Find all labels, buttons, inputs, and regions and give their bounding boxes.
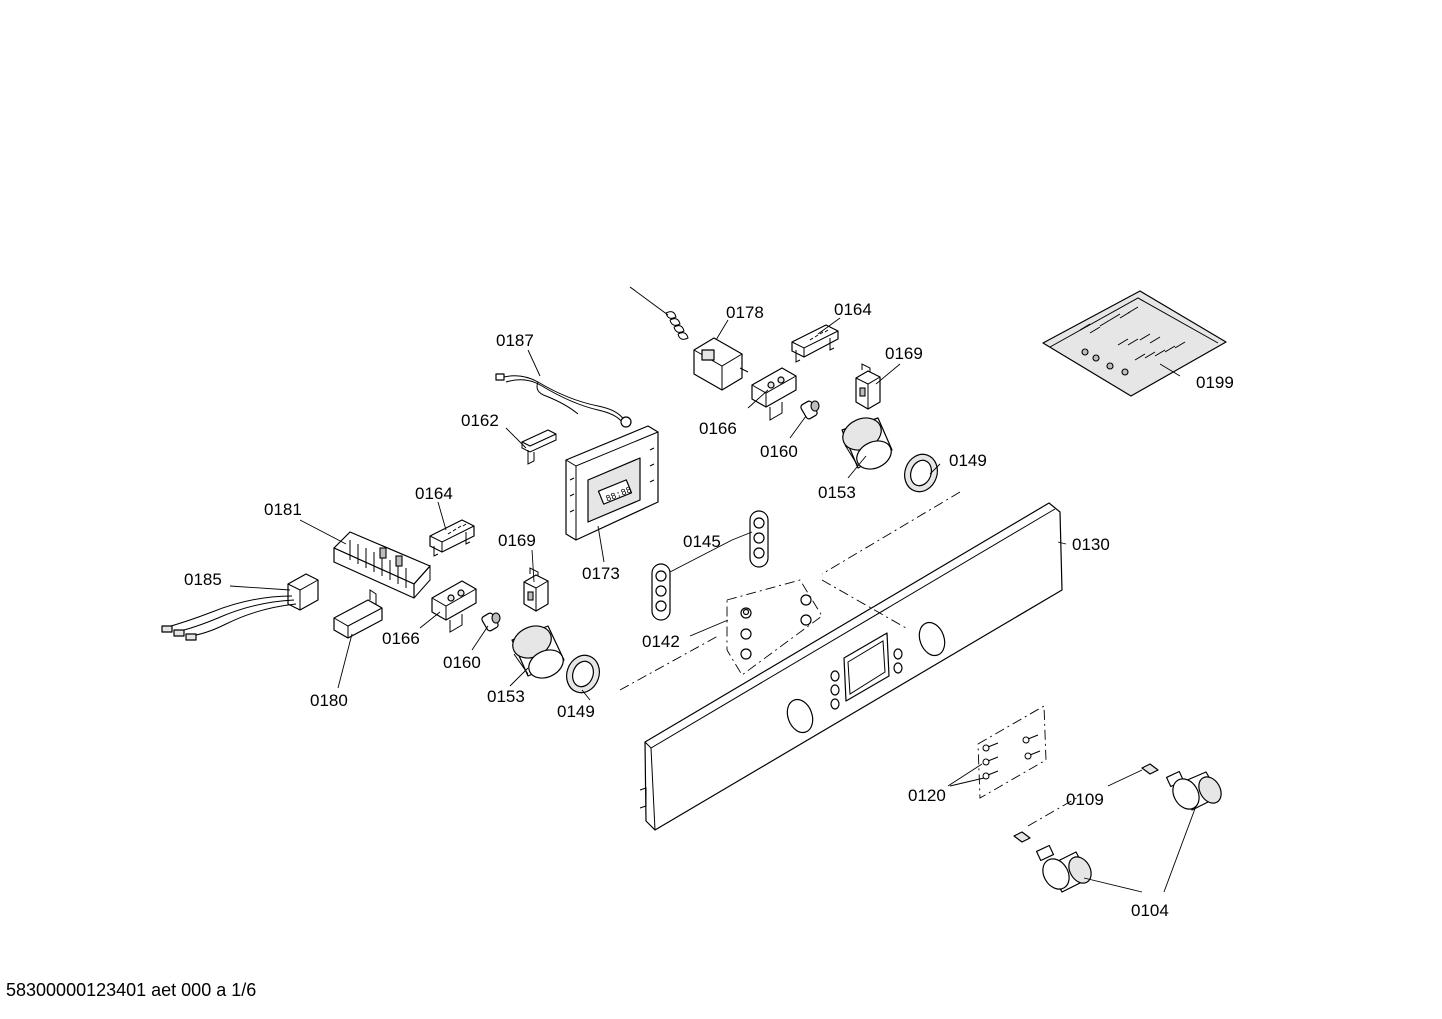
label-0153-top: 0153 <box>818 483 856 502</box>
part-0178-thermostat <box>629 286 749 391</box>
part-0142-button-set <box>726 579 823 676</box>
label-0120: 0120 <box>908 786 946 805</box>
document-footer: 58300000123401 aet 000 a 1/6 <box>6 980 257 1000</box>
label-0185: 0185 <box>184 570 222 589</box>
part-0169-switch-top <box>855 363 881 410</box>
label-0169-top: 0169 <box>885 344 923 363</box>
part-0164-bracket-left <box>429 519 475 557</box>
label-0160-top: 0160 <box>760 442 798 461</box>
leader-lines <box>229 317 1197 893</box>
part-labels: 0178 0164 0187 0169 0199 0162 0166 0160 … <box>184 300 1234 920</box>
label-0104: 0104 <box>1131 901 1169 920</box>
label-0153-bot: 0153 <box>487 687 525 706</box>
label-0187: 0187 <box>496 331 534 350</box>
label-0178: 0178 <box>726 303 764 322</box>
part-0187-wire-harness <box>495 373 632 428</box>
label-0149-bot: 0149 <box>557 702 595 721</box>
label-0169-mid: 0169 <box>498 531 536 550</box>
assembly-lines <box>619 491 1081 827</box>
part-0166-bracket-bot <box>431 580 477 633</box>
part-0160-lamp-bot <box>481 612 501 632</box>
label-0180: 0180 <box>310 691 348 710</box>
label-0149-top: 0149 <box>949 451 987 470</box>
label-0173: 0173 <box>582 564 620 583</box>
label-0142: 0142 <box>642 632 680 651</box>
label-0181: 0181 <box>264 500 302 519</box>
part-0164-bracket-top <box>791 324 839 363</box>
part-0169-switch-mid <box>523 567 549 612</box>
part-0185-wire-set <box>161 573 319 641</box>
part-0149-ring-top <box>904 453 938 493</box>
part-0130-control-panel <box>639 502 1063 831</box>
label-0145: 0145 <box>683 532 721 551</box>
label-0130: 0130 <box>1072 535 1110 554</box>
part-0181-terminal-block <box>333 531 431 599</box>
label-0162: 0162 <box>461 411 499 430</box>
part-0120-screws <box>977 705 1047 799</box>
label-0166-bot: 0166 <box>382 629 420 648</box>
label-0109: 0109 <box>1066 790 1104 809</box>
label-0164-top: 0164 <box>834 300 872 319</box>
part-0166-bracket-top <box>751 367 797 421</box>
label-0199: 0199 <box>1196 373 1234 392</box>
part-0173-timer-module: 88:88 <box>565 425 659 541</box>
label-0164-left: 0164 <box>415 484 453 503</box>
part-0109-caps <box>1013 763 1159 843</box>
part-0104-knobs <box>1035 770 1222 893</box>
part-0153-housing-top <box>841 417 893 470</box>
part-0199-screw-bag <box>1042 290 1227 397</box>
part-0162-clip <box>521 429 557 465</box>
part-0180-bracket <box>333 589 383 639</box>
label-0160-bot: 0160 <box>443 653 481 672</box>
part-0145-button-strip <box>651 510 769 621</box>
part-0153-housing-bot <box>511 625 565 679</box>
label-0166-top: 0166 <box>699 419 737 438</box>
part-0160-lamp-top <box>800 400 820 420</box>
part-0149-ring-bot <box>566 654 600 694</box>
